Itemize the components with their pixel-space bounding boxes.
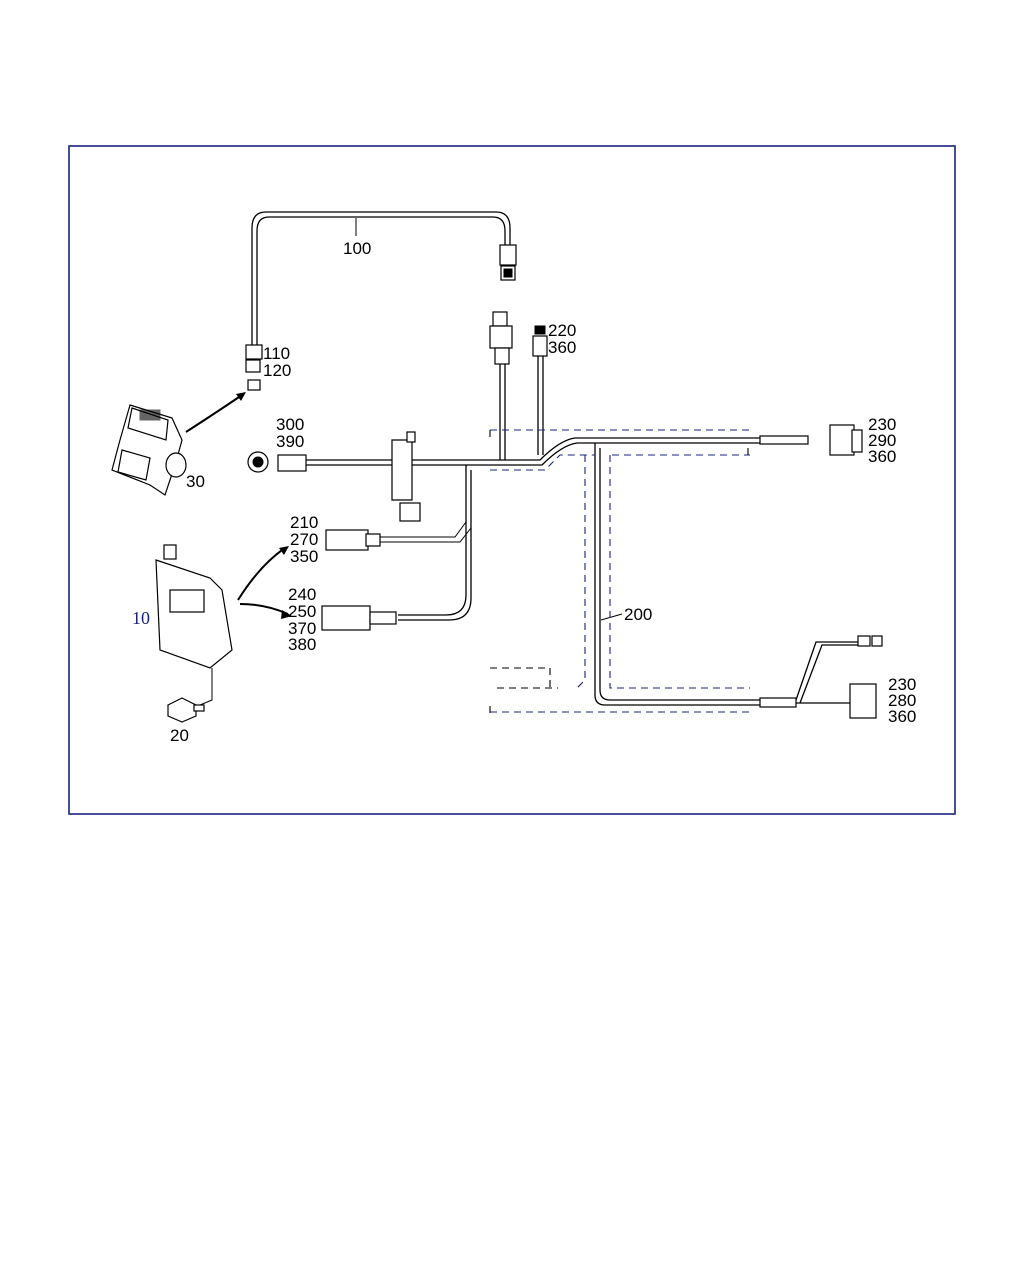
trunk-main — [247, 424, 863, 522]
callout-230-upper: 230 — [868, 415, 896, 434]
callout-290: 290 — [868, 431, 896, 450]
callout-210: 210 — [290, 513, 318, 532]
callout-390: 390 — [276, 432, 304, 451]
callout-250: 250 — [288, 602, 316, 621]
callout-300: 300 — [276, 415, 304, 434]
bolt-20 — [167, 697, 205, 723]
diagram-frame — [68, 145, 956, 815]
callout-360-lower: 360 — [888, 707, 916, 726]
callout-270: 270 — [290, 530, 318, 549]
callout-200: 200 — [624, 605, 652, 624]
branch-220 — [489, 311, 548, 460]
callout-350: 350 — [290, 547, 318, 566]
callout-100: 100 — [343, 239, 371, 258]
callout-110: 110 — [263, 344, 290, 363]
callout-20: 20 — [170, 726, 189, 745]
dashed-routing — [489, 429, 750, 714]
callout-380: 380 — [288, 635, 316, 654]
arrow-30 — [185, 394, 243, 433]
callout-220: 220 — [548, 321, 576, 340]
module-30 — [111, 404, 187, 496]
callout-280: 280 — [888, 691, 916, 710]
harness-200 — [594, 443, 883, 719]
callout-120: 120 — [263, 361, 291, 380]
callout-230-lower: 230 — [888, 675, 916, 694]
callout-240: 240 — [288, 585, 316, 604]
callout-370: 370 — [288, 619, 316, 638]
branch-left-mid — [321, 465, 472, 631]
callout-30: 30 — [186, 472, 205, 491]
harness-100 — [245, 211, 517, 391]
callout-360-top: 360 — [548, 338, 576, 357]
callout-360-upper: 360 — [868, 447, 896, 466]
unit-10 — [155, 544, 233, 706]
callout-10: 10 — [132, 608, 150, 628]
